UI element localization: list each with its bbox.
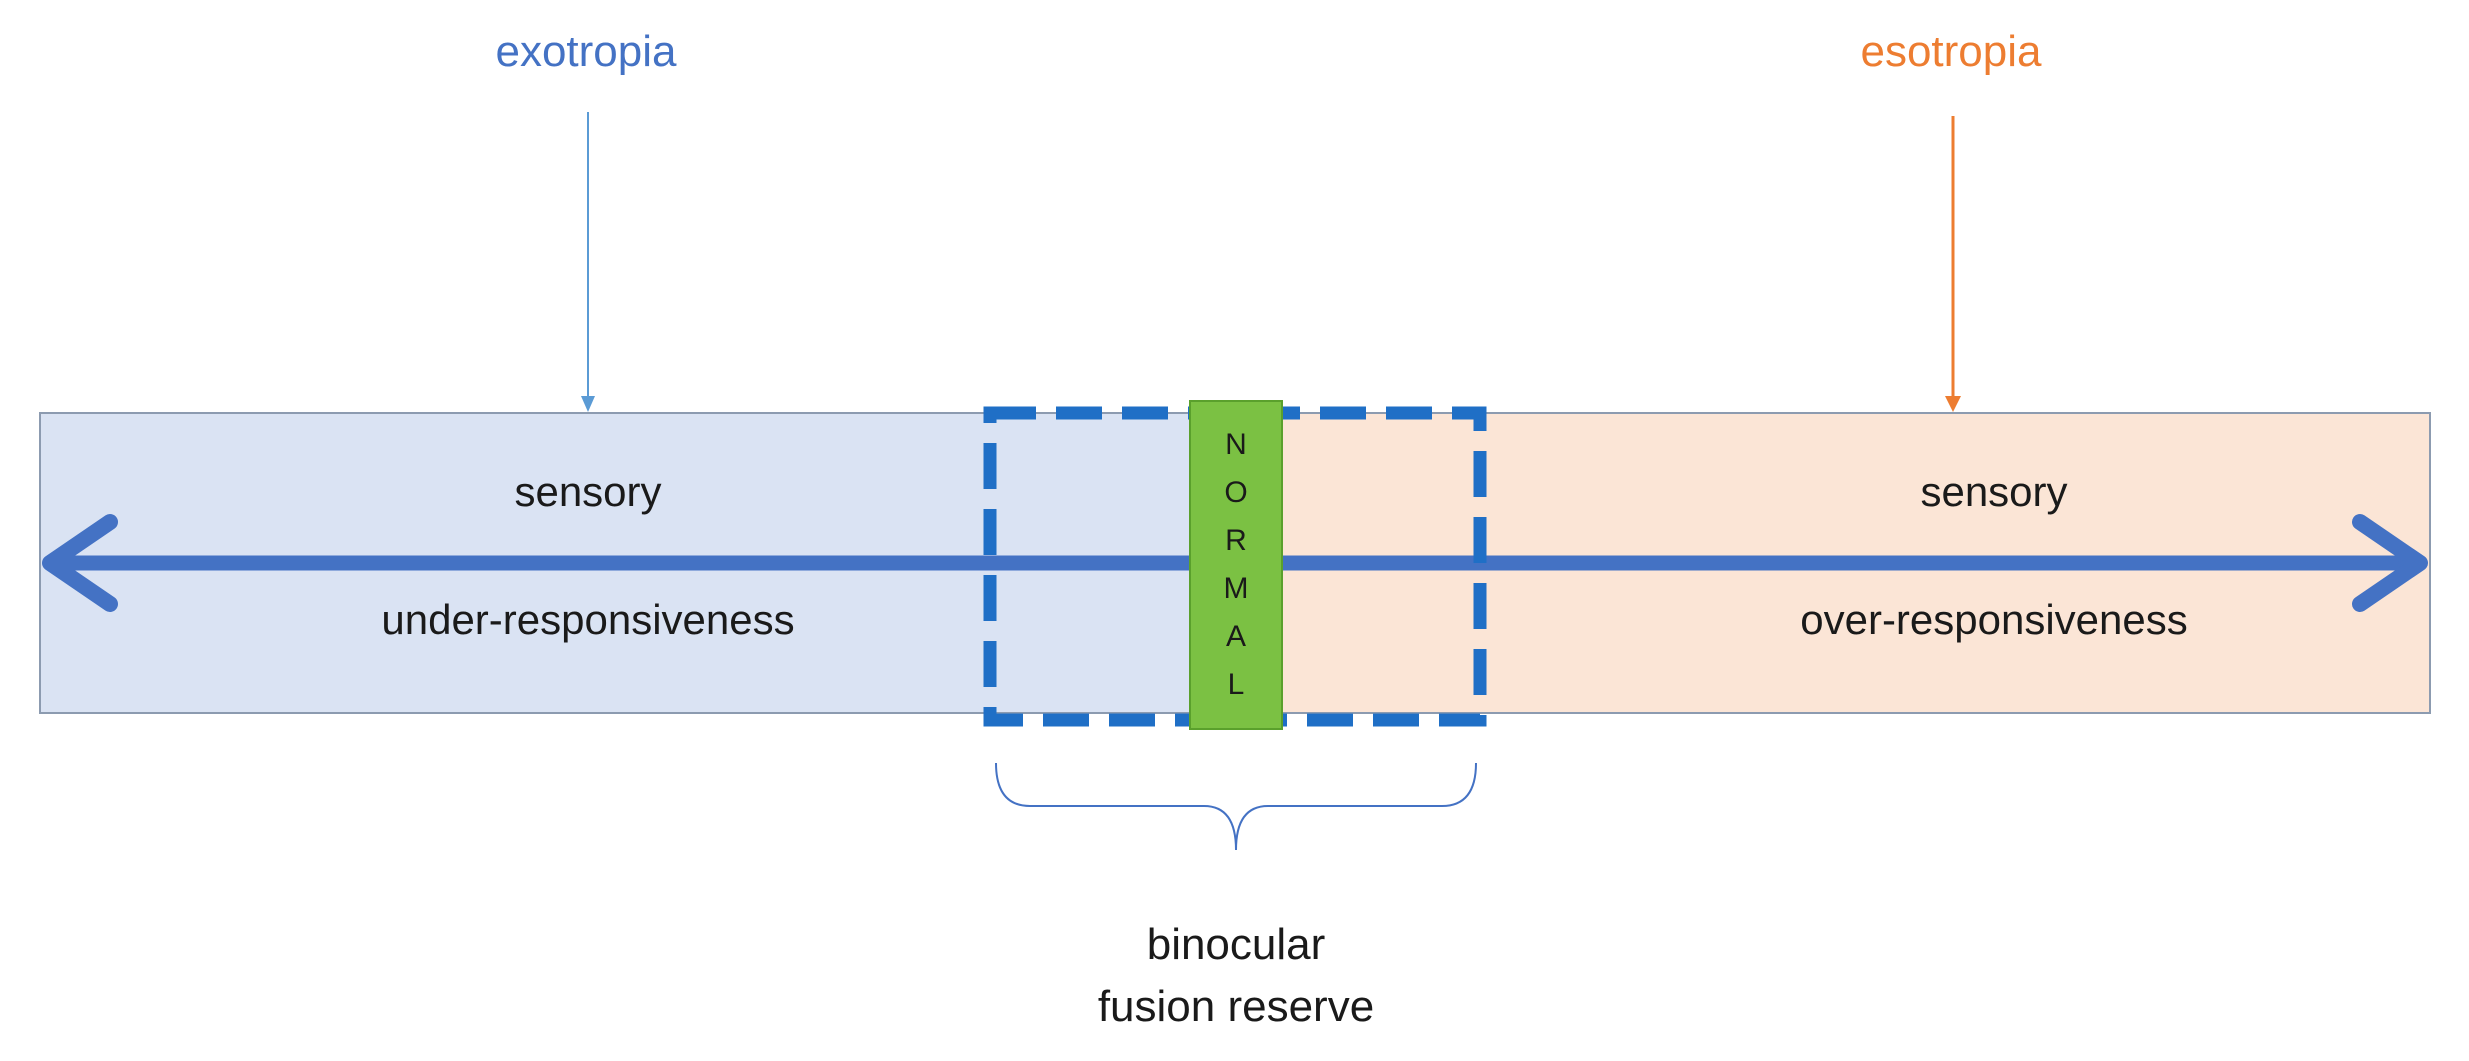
normal-letter: A	[1226, 620, 1246, 653]
normal-letter: O	[1224, 476, 1247, 509]
left-sensory-label: sensory	[514, 468, 661, 515]
normal-letter: L	[1228, 668, 1245, 701]
esotropia-pointer-arrow	[1945, 116, 1961, 412]
over-responsiveness-label: over-responsiveness	[1800, 596, 2188, 643]
normal-label: N O R M A L	[1224, 428, 1249, 701]
exotropia-pointer-arrow	[581, 112, 595, 412]
under-responsiveness-label: under-responsiveness	[381, 596, 794, 643]
fusion-reserve-brace	[995, 762, 1477, 851]
normal-box	[1189, 400, 1283, 730]
right-sensory-label: sensory	[1920, 468, 2067, 515]
normal-letter: R	[1225, 524, 1247, 557]
normal-letter: M	[1224, 572, 1249, 605]
binocular-label: binocular	[1147, 920, 1326, 969]
exotropia-label: exotropia	[495, 27, 677, 76]
normal-letter: N	[1225, 428, 1247, 461]
fusion-reserve-label: fusion reserve	[1098, 982, 1374, 1031]
esotropia-label: esotropia	[1860, 27, 2042, 76]
